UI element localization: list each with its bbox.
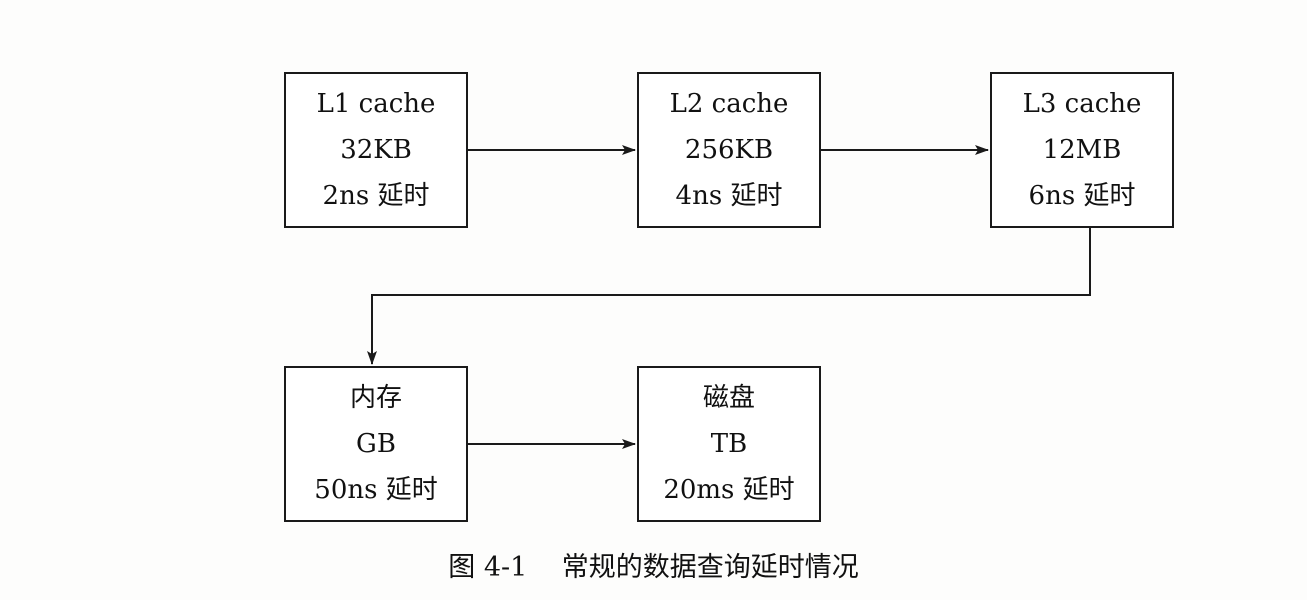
node-memory-name: 内存 (349, 383, 402, 413)
node-l2-cache-name: L2 cache (669, 89, 789, 119)
node-disk-size: TB (710, 429, 748, 459)
node-disk: 磁盘 TB 20ms 延时 (637, 366, 821, 522)
node-l3-cache: L3 cache 12MB 6ns 延时 (990, 72, 1174, 228)
node-memory-latency: 50ns 延时 (314, 475, 438, 505)
node-disk-name: 磁盘 (702, 383, 755, 413)
figure-caption: 图 4-1 常规的数据查询延时情况 (448, 552, 859, 583)
node-memory-size: GB (356, 429, 396, 459)
node-l3-cache-size: 12MB (1042, 135, 1122, 165)
arrow-l3-to-memory (367, 228, 1091, 365)
node-l1-cache-name: L1 cache (316, 89, 436, 119)
node-l1-cache-size: 32KB (340, 135, 412, 165)
node-l1-cache-latency: 2ns 延时 (322, 181, 430, 211)
node-disk-latency: 20ms 延时 (663, 475, 795, 505)
node-l3-cache-latency: 6ns 延时 (1028, 181, 1136, 211)
node-l2-cache-size: 256KB (684, 135, 774, 165)
node-memory: 内存 GB 50ns 延时 (284, 366, 468, 522)
node-l2-cache-latency: 4ns 延时 (675, 181, 783, 211)
node-l1-cache: L1 cache 32KB 2ns 延时 (284, 72, 468, 228)
node-l2-cache: L2 cache 256KB 4ns 延时 (637, 72, 821, 228)
node-l3-cache-name: L3 cache (1022, 89, 1142, 119)
